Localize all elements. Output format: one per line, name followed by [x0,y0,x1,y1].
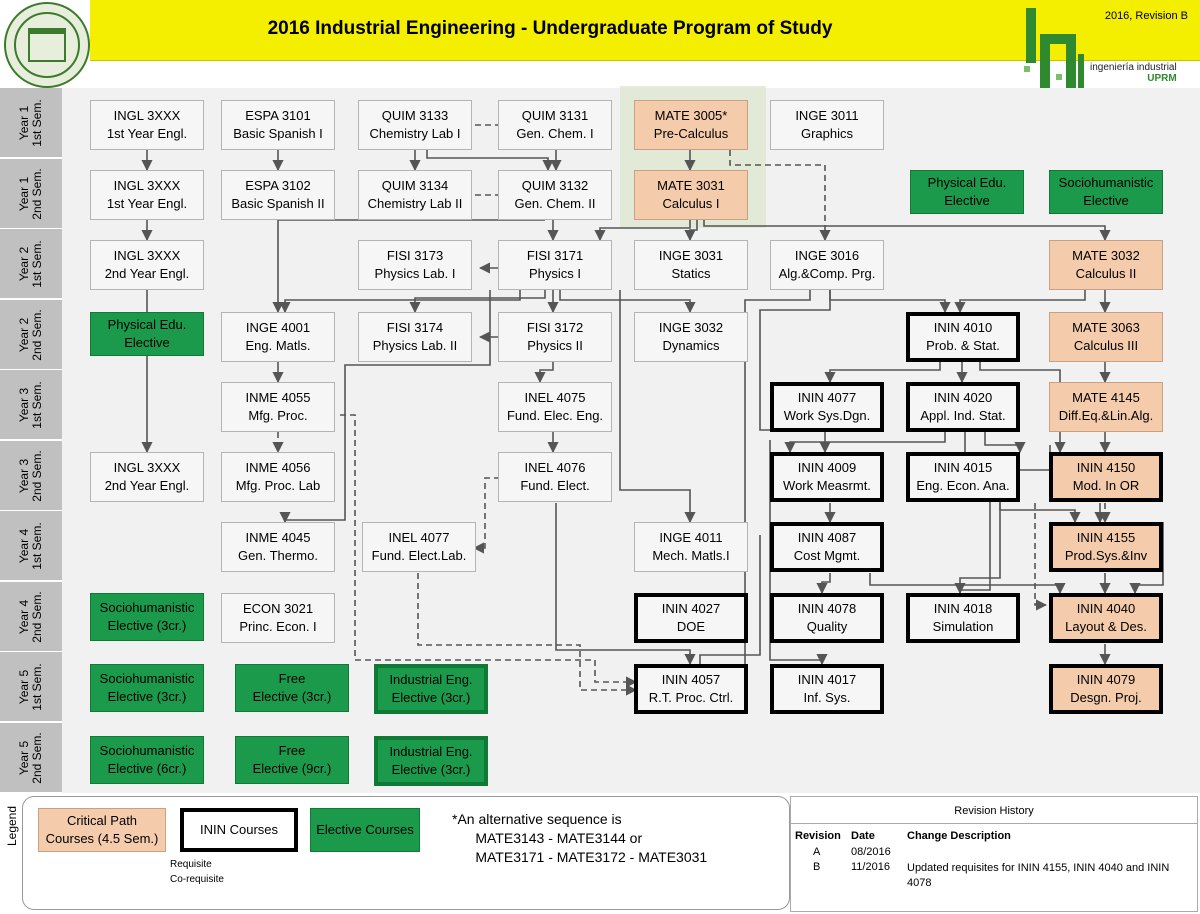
course-inel-4076: INEL 4076 Fund. Elect. [498,452,612,502]
course-inin-4020: ININ 4020 Appl. Ind. Stat. [906,382,1020,432]
course-inin-4087: ININ 4087 Cost Mgmt. [770,522,884,572]
alternative-sequence-note: *An alternative sequence is MATE3143 - M… [452,811,708,865]
row-label: Year 3 2nd Sem. [0,440,62,511]
course-ingl-3xxx-2: INGL 3XXX 1st Year Engl. [90,170,204,220]
course-inin-4079: ININ 4079 Desgn. Proj. [1049,664,1163,714]
title-bar [90,0,1200,61]
course-espa-3101: ESPA 3101 Basic Spanish I [221,100,335,150]
rev-b-date: 11/2016 [851,861,890,873]
revision-label: 2016, Revision B [1104,10,1188,22]
course-ie-elec-1: Industrial Eng. Elective (3cr.) [374,664,488,714]
course-mate-4145: MATE 4145 Diff.Eq.&Lin.Alg. [1049,382,1163,432]
row-label: Year 5 2nd Sem. [0,722,62,793]
course-phys-edu-1: Physical Edu. Elective [910,170,1024,214]
course-fisi-3174: FISI 3174 Physics Lab. II [358,312,472,362]
course-free-2: Free Elective (9cr.) [235,736,349,784]
course-inin-4018: ININ 4018 Simulation [906,593,1020,643]
course-fisi-3172: FISI 3172 Physics II [498,312,612,362]
course-inme-4055: INME 4055 Mfg. Proc. [221,382,335,432]
rev-a: A [813,846,821,858]
course-socio-4: Sociohumanistic Elective (6cr.) [90,736,204,784]
course-inge-3031: INGE 3031 Statics [634,240,748,290]
course-fisi-3173: FISI 3173 Physics Lab. I [358,240,472,290]
course-inge-3016: INGE 3016 Alg.&Comp. Prg. [770,240,884,290]
course-inin-4015: ININ 4015 Eng. Econ. Ana. [906,452,1020,502]
revision-history: Revision History Revision Date Change De… [790,796,1198,912]
course-mate-3031: MATE 3031 Calculus I [634,170,748,220]
course-socio-2: Sociohumanistic Elective (3cr.) [90,593,204,641]
course-phys-edu-2: Physical Edu. Elective [90,312,204,356]
row-label: Year 2 2nd Sem. [0,299,62,370]
course-inge-3032: INGE 3032 Dynamics [634,312,748,362]
legend-critical: Critical Path Courses (4.5 Sem.) [38,808,166,852]
legend-corequisite: Co-requisite [170,874,224,885]
legend-label: Legend [5,805,19,847]
course-inin-4010: ININ 4010 Prob. & Stat. [906,312,1020,362]
course-socio-3: Sociohumanistic Elective (3cr.) [90,664,204,712]
legend-elective: Elective Courses [310,808,420,852]
course-ie-elec-2: Industrial Eng. Elective (3cr.) [374,736,488,786]
course-mate-3063: MATE 3063 Calculus III [1049,312,1163,362]
rev-b-desc: Updated requisites for ININ 4155, ININ 4… [907,862,1170,889]
course-quim-3134: QUIM 3134 Chemistry Lab II [358,170,472,220]
row-label: Year 3 1st Sem. [0,370,62,440]
course-espa-3102: ESPA 3102 Basic Spanish II [221,170,335,220]
course-inin-4150: ININ 4150 Mod. In OR [1049,452,1163,502]
course-inin-4040: ININ 4040 Layout & Des. [1049,593,1163,643]
page-title: 2016 Industrial Engineering - Undergradu… [267,18,833,39]
university-seal-icon [4,2,90,88]
row-label: Year 4 2nd Sem. [0,581,62,652]
course-socio-1: Sociohumanistic Elective [1049,170,1163,214]
logo-text: ingeniería industrial UPRM [1090,62,1177,84]
rev-b: B [813,861,821,873]
course-ingl-3xxx-1: INGL 3XXX 1st Year Engl. [90,100,204,150]
course-inin-4057: ININ 4057 R.T. Proc. Ctrl. [634,664,748,714]
course-quim-3133: QUIM 3133 Chemistry Lab I [358,100,472,150]
logo-line-1: ingeniería industrial [1090,62,1177,73]
course-quim-3131: QUIM 3131 Gen. Chem. I [498,100,612,150]
legend-inin: ININ Courses [180,808,298,852]
course-inel-4075: INEL 4075 Fund. Elec. Eng. [498,382,612,432]
legend-requisite: Requisite [170,859,212,870]
course-inin-4009: ININ 4009 Work Measrmt. [770,452,884,502]
course-inge-4011: INGE 4011 Mech. Matls.I [634,522,748,572]
course-fisi-3171: FISI 3171 Physics I [498,240,612,290]
course-inme-4056: INME 4056 Mfg. Proc. Lab [221,452,335,502]
row-label: Year 4 1st Sem. [0,511,62,581]
logo-line-2: UPRM [1147,73,1177,84]
course-inin-4077: ININ 4077 Work Sys.Dgn. [770,382,884,432]
course-inin-4155: ININ 4155 Prod.Sys.&Inv [1049,522,1163,572]
rev-a-date: 08/2016 [851,846,891,858]
row-label: Year 1 2nd Sem. [0,158,62,229]
course-mate-3005: MATE 3005* Pre-Calculus [634,100,748,150]
course-inge-4001: INGE 4001 Eng. Matls. [221,312,335,362]
col-revision: Revision [795,830,841,842]
course-inin-4027: ININ 4027 DOE [634,593,748,643]
course-inin-4017: ININ 4017 Inf. Sys. [770,664,884,714]
course-inel-4077: INEL 4077 Fund. Elect.Lab. [362,522,476,572]
revision-history-title: Revision History [791,797,1197,824]
course-free-1: Free Elective (3cr.) [235,664,349,712]
course-mate-3032: MATE 3032 Calculus II [1049,240,1163,290]
col-description: Change Description [907,830,1011,842]
col-date: Date [851,830,875,842]
course-econ-3021: ECON 3021 Princ. Econ. I [221,593,335,643]
course-inge-3011: INGE 3011 Graphics [770,100,884,150]
course-ingl-3xxx-3: INGL 3XXX 2nd Year Engl. [90,240,204,290]
row-label: Year 5 1st Sem. [0,652,62,722]
course-quim-3132: QUIM 3132 Gen. Chem. II [498,170,612,220]
row-label: Year 1 1st Sem. [0,88,62,158]
row-label: Year 2 1st Sem. [0,229,62,299]
course-inme-4045: INME 4045 Gen. Thermo. [221,522,335,572]
course-ingl-3xxx-4: INGL 3XXX 2nd Year Engl. [90,452,204,502]
course-inin-4078: ININ 4078 Quality [770,593,884,643]
